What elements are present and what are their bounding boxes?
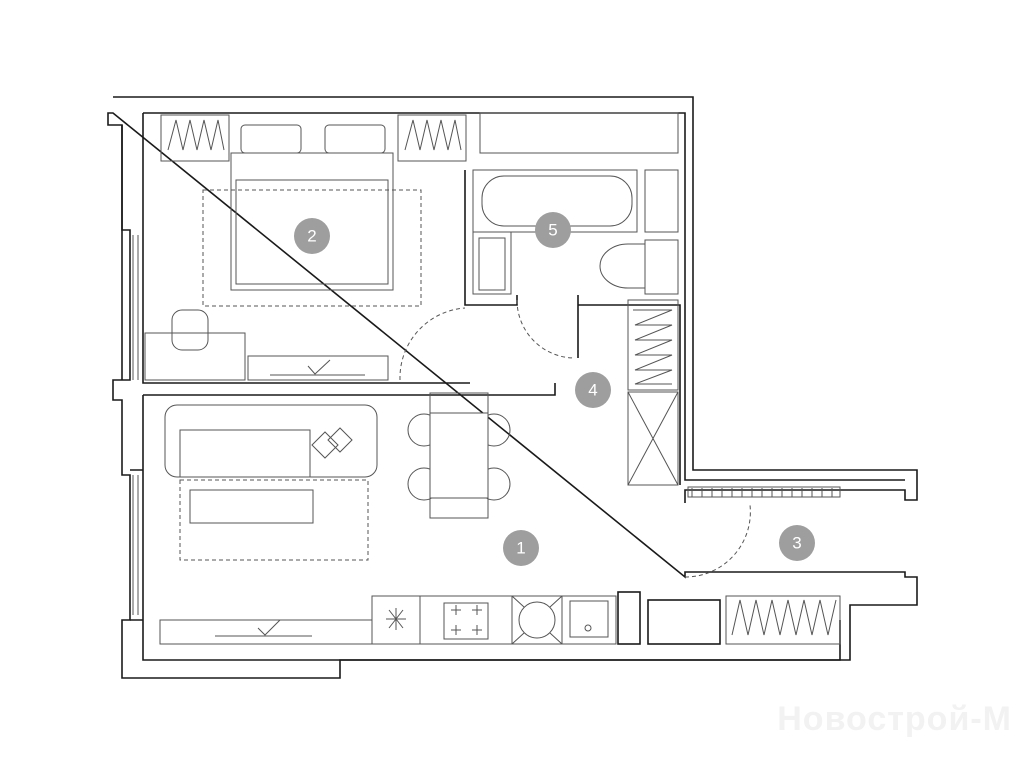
living-room-furniture: [159, 392, 511, 645]
bathroom-fixtures: [472, 112, 679, 295]
hall-wardrobes: [617, 299, 841, 645]
doors: [399, 299, 751, 578]
room-marker-5: 5: [535, 212, 571, 248]
room-marker-3: 3: [779, 525, 815, 561]
watermark: Новострой-М: [777, 700, 1012, 738]
room-marker-2: 2: [294, 218, 330, 254]
bedroom-furniture: [144, 114, 467, 381]
room-number-2: 2: [307, 227, 316, 246]
room-number-1: 1: [516, 539, 525, 558]
room-marker-4: 4: [575, 372, 611, 408]
windows: [132, 235, 139, 615]
room-marker-1: 1: [503, 530, 539, 566]
room-number-3: 3: [792, 534, 801, 553]
kitchen-units: [371, 595, 617, 645]
room-number-4: 4: [588, 381, 597, 400]
room-number-5: 5: [548, 221, 557, 240]
outer-walls: [107, 96, 918, 679]
